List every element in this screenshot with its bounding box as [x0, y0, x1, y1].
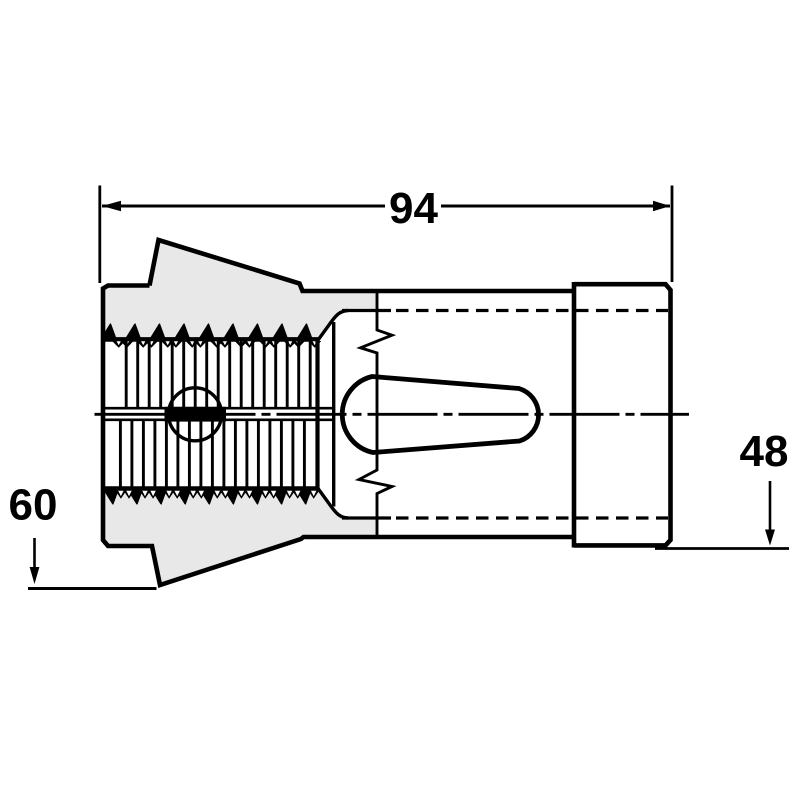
svg-text:60: 60 — [9, 481, 58, 530]
svg-text:94: 94 — [389, 184, 438, 233]
svg-text:48: 48 — [740, 427, 789, 476]
